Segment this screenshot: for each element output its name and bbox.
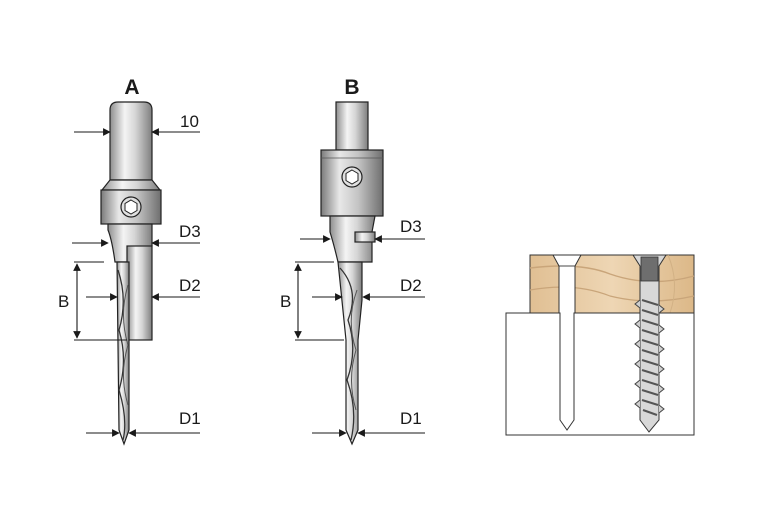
wood-cross-section — [505, 254, 695, 436]
bit-b: B D3 D2 B D1 — [280, 76, 425, 446]
drilled-hole — [552, 254, 582, 431]
screw-icon — [632, 254, 667, 433]
d2-label: D2 — [179, 276, 201, 295]
countersink-body — [329, 215, 376, 263]
b-label: B — [280, 292, 291, 311]
base-block — [505, 312, 695, 436]
bit-b-label: B — [344, 76, 359, 99]
counterbore-sleeve — [126, 245, 153, 341]
bit-a: A 10 D3 D2 B D — [58, 76, 201, 446]
d2-label: D2 — [400, 276, 422, 295]
bit-a-label: A — [124, 76, 139, 99]
d1-label: D1 — [179, 409, 201, 428]
drill-bit — [337, 261, 363, 446]
wood-plank — [529, 254, 695, 314]
shank-dim-label: 10 — [180, 112, 199, 131]
shank — [109, 101, 153, 181]
shank — [335, 101, 369, 151]
d3-label: D3 — [400, 217, 422, 236]
d1-label: D1 — [400, 409, 422, 428]
d3-label: D3 — [179, 222, 201, 241]
b-label: B — [58, 292, 69, 311]
